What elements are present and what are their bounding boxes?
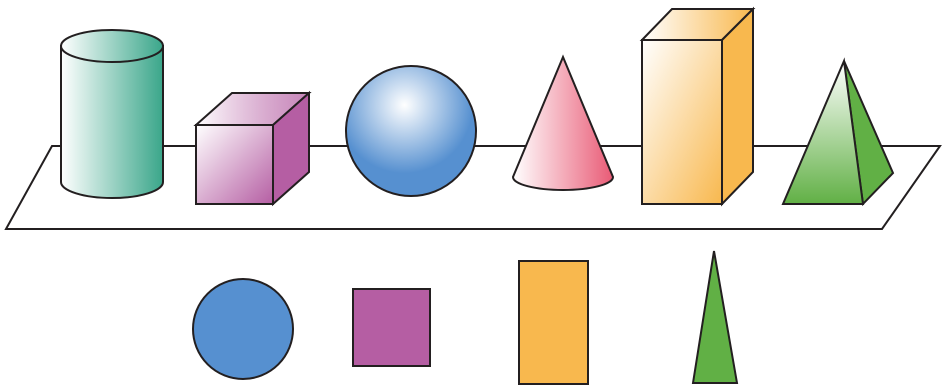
cylinder-solid xyxy=(61,30,163,198)
flat-square xyxy=(353,289,430,366)
sphere-solid xyxy=(346,66,476,196)
flat-triangle xyxy=(693,251,737,383)
pyramid-solid xyxy=(783,61,893,204)
flat-circle xyxy=(193,279,293,379)
cone-solid xyxy=(513,57,613,190)
cube-solid xyxy=(196,93,309,204)
rectangular-prism-solid xyxy=(642,9,753,204)
flat-rectangle xyxy=(519,261,588,384)
